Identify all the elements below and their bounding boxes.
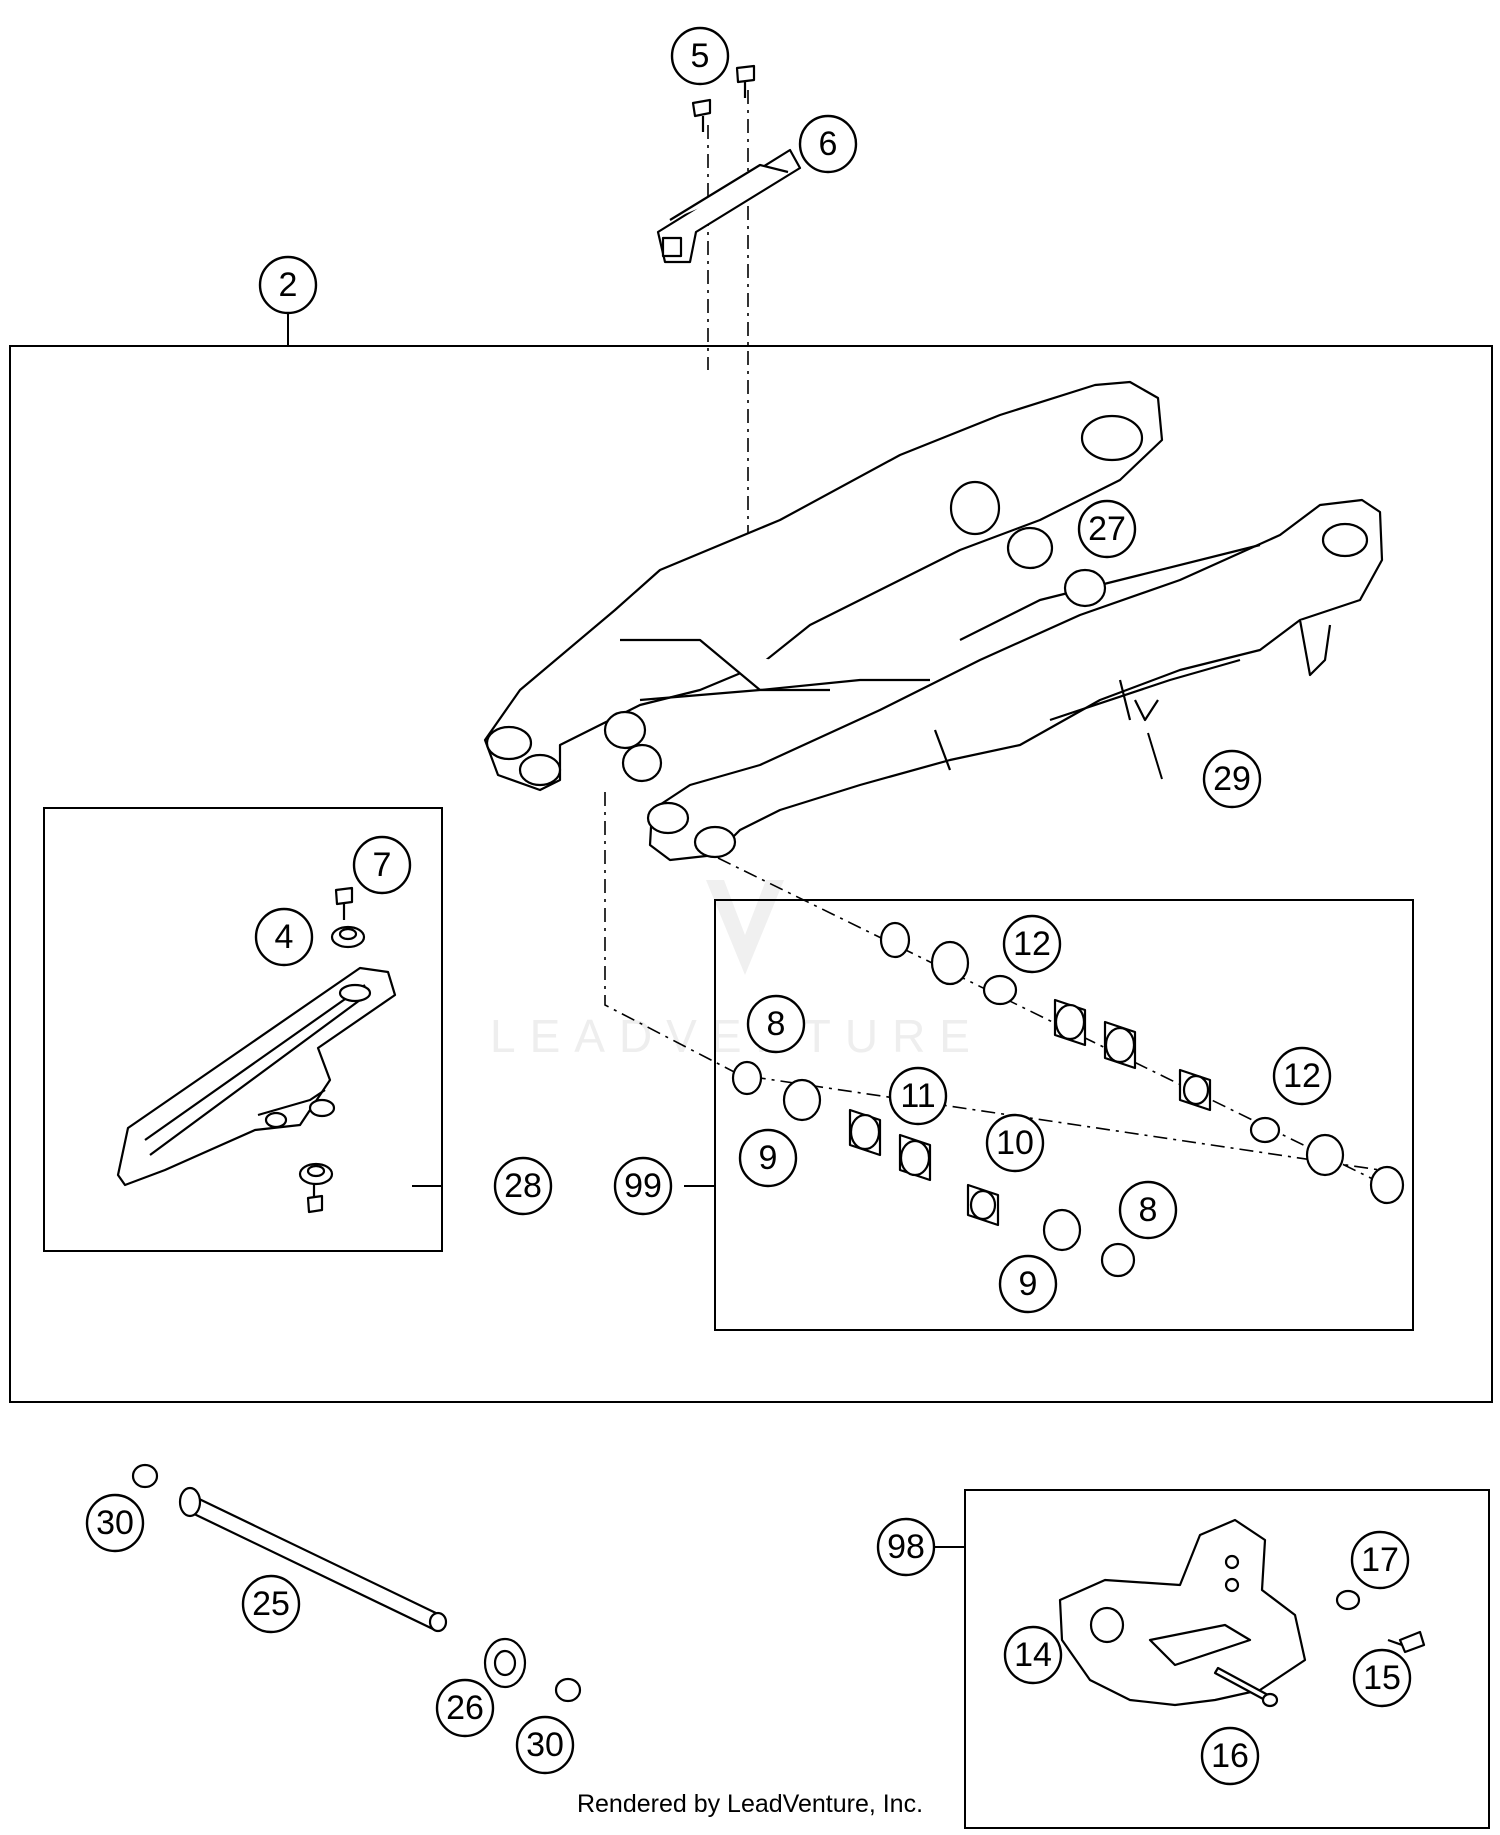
leader-lines: [287, 313, 1163, 1548]
callout-label: 5: [691, 37, 710, 75]
watermark-text: LEADVENTURE: [490, 1010, 984, 1062]
callout-label: 98: [887, 1528, 925, 1566]
nut-part: [483, 1637, 527, 1689]
callout-circle: [985, 1113, 1045, 1173]
callout-label: 14: [1014, 1636, 1052, 1674]
callout-circle: [254, 907, 314, 967]
callout-circle: [1200, 1726, 1260, 1786]
callout-label: 25: [252, 1585, 290, 1623]
callout-circle: [876, 1517, 936, 1577]
screw-part: [1387, 1630, 1426, 1654]
callout-label: 26: [446, 1689, 484, 1727]
pivot-shaft-part: [178, 1486, 448, 1633]
chain-guide-part: [656, 148, 802, 264]
bearing-kit-frame: [714, 899, 1414, 1331]
callout-label: 30: [526, 1726, 564, 1764]
callout-circle: [1077, 499, 1137, 559]
callout-label: 4: [275, 918, 294, 956]
callout-label: 6: [819, 125, 838, 163]
callout-circle: [1352, 1648, 1412, 1708]
callout-circle: [515, 1715, 575, 1775]
callout-circle: [738, 1128, 798, 1188]
callout-circle: [670, 26, 730, 86]
callout-circle: [1272, 1046, 1332, 1106]
washer-part: [298, 925, 366, 1186]
footer-credit: Rendered by LeadVenture, Inc.: [576, 1790, 924, 1818]
callout-label: 8: [1139, 1191, 1158, 1229]
watermark: LEADVENTURE: [490, 880, 984, 1062]
callout-circle: [258, 255, 318, 315]
callout-circle: [1350, 1530, 1410, 1590]
callout-label: 28: [504, 1167, 542, 1205]
chain-slider-part: [116, 966, 397, 1187]
callout-label: 17: [1361, 1541, 1399, 1579]
callout-circle: [493, 1156, 553, 1216]
bearing-parts: [731, 921, 1405, 1278]
callout-circle: [352, 835, 412, 895]
chain-guide-part: [1058, 1518, 1307, 1707]
cap-part: [131, 1463, 582, 1703]
callout-label: 15: [1363, 1659, 1401, 1697]
callout-circle: [1202, 749, 1262, 809]
callout-circle: [241, 1574, 301, 1634]
callout-circle: [888, 1066, 948, 1126]
callout-circle: [85, 1493, 145, 1553]
swingarm-part: [483, 380, 1384, 862]
callout-label: 7: [373, 846, 392, 884]
callout-circle: [798, 114, 858, 174]
callout-label: 30: [96, 1504, 134, 1542]
swingarm-assembly-frame: [9, 345, 1493, 1403]
screw-part: [306, 886, 354, 1214]
callout-label: 11: [900, 1077, 935, 1115]
screw-part: [691, 64, 756, 132]
callout-circle: [746, 994, 806, 1054]
callout-label: 2: [279, 266, 298, 304]
callout-label: 12: [1013, 925, 1051, 963]
callout-label: 8: [767, 1005, 786, 1043]
chain-slider-kit-frame: [43, 807, 443, 1252]
chain-guide-kit-frame: [964, 1489, 1490, 1829]
washer-part: [1335, 1589, 1361, 1611]
callout-circle: [998, 1254, 1058, 1314]
callout-label: 16: [1211, 1737, 1249, 1775]
callout-circle: [1003, 1625, 1063, 1685]
pin-part: [1213, 1666, 1279, 1708]
callout-circle: [1118, 1180, 1178, 1240]
callout-label: 12: [1283, 1057, 1321, 1095]
callout-label: 9: [759, 1139, 778, 1177]
callout-label: 9: [1019, 1265, 1038, 1303]
callout-label: 27: [1088, 510, 1126, 548]
callout-label: 29: [1213, 760, 1251, 798]
callout-circle: [613, 1156, 673, 1216]
callout-label: 10: [996, 1124, 1034, 1162]
callout-circle: [1002, 914, 1062, 974]
callout-circle: [435, 1678, 495, 1738]
callout-label: 99: [624, 1167, 662, 1205]
